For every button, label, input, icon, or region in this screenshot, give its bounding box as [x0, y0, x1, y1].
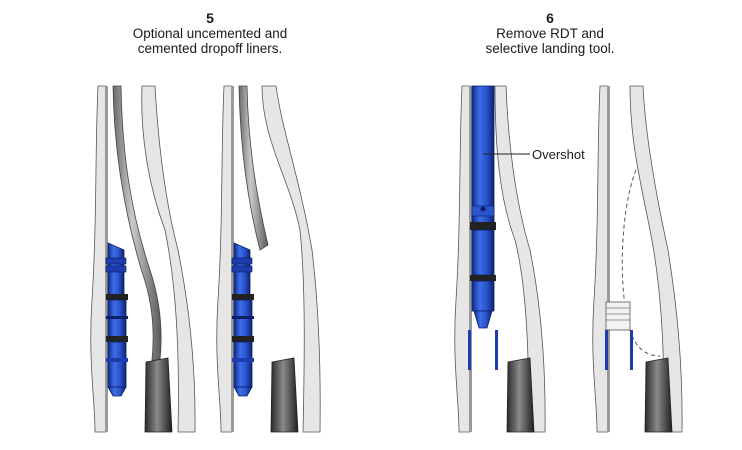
cement-left	[216, 85, 233, 433]
landing-tool-5b	[231, 242, 254, 397]
step-6-heading: 6 Remove RDT and selective landing tool.	[430, 10, 670, 57]
dropoff-liner-5a	[144, 357, 173, 433]
cement-right	[629, 85, 683, 433]
step-6-caption-line-2: selective landing tool.	[485, 41, 615, 56]
overshot-callout-label: Overshot	[532, 147, 585, 162]
step-5-caption-line-1: Optional uncemented and	[132, 26, 288, 41]
lateral-liner-5b	[238, 85, 269, 251]
cement-right	[261, 85, 321, 433]
casing-wall-left	[607, 86, 610, 432]
panel-6a	[454, 85, 546, 433]
cement-left	[592, 85, 609, 433]
panel-5b	[216, 85, 321, 433]
step-6-number: 6	[546, 10, 554, 26]
dropoff-liner-5b	[270, 357, 299, 433]
overshot-string	[468, 85, 498, 370]
panel-5a	[90, 85, 196, 433]
step-6-caption-line-1: Remove RDT and	[496, 26, 604, 41]
landing-tool-5a	[105, 242, 128, 397]
dropoff-liner-6a	[506, 357, 535, 433]
cement-right	[494, 85, 546, 433]
removed-liner-outline	[621, 169, 661, 357]
dropoff-liner-6b	[644, 357, 673, 433]
casing-wall-left	[469, 86, 472, 432]
step-5-heading: 5 Optional uncemented and cemented dropo…	[90, 10, 330, 57]
cement-right	[141, 85, 196, 433]
step-5-number: 5	[206, 10, 214, 26]
landing-nipple-remnant	[605, 301, 631, 331]
panel-6b	[592, 85, 683, 433]
cement-left	[90, 85, 107, 433]
cement-left	[454, 85, 471, 433]
step-5-caption-line-2: cemented dropoff liners.	[137, 41, 283, 56]
